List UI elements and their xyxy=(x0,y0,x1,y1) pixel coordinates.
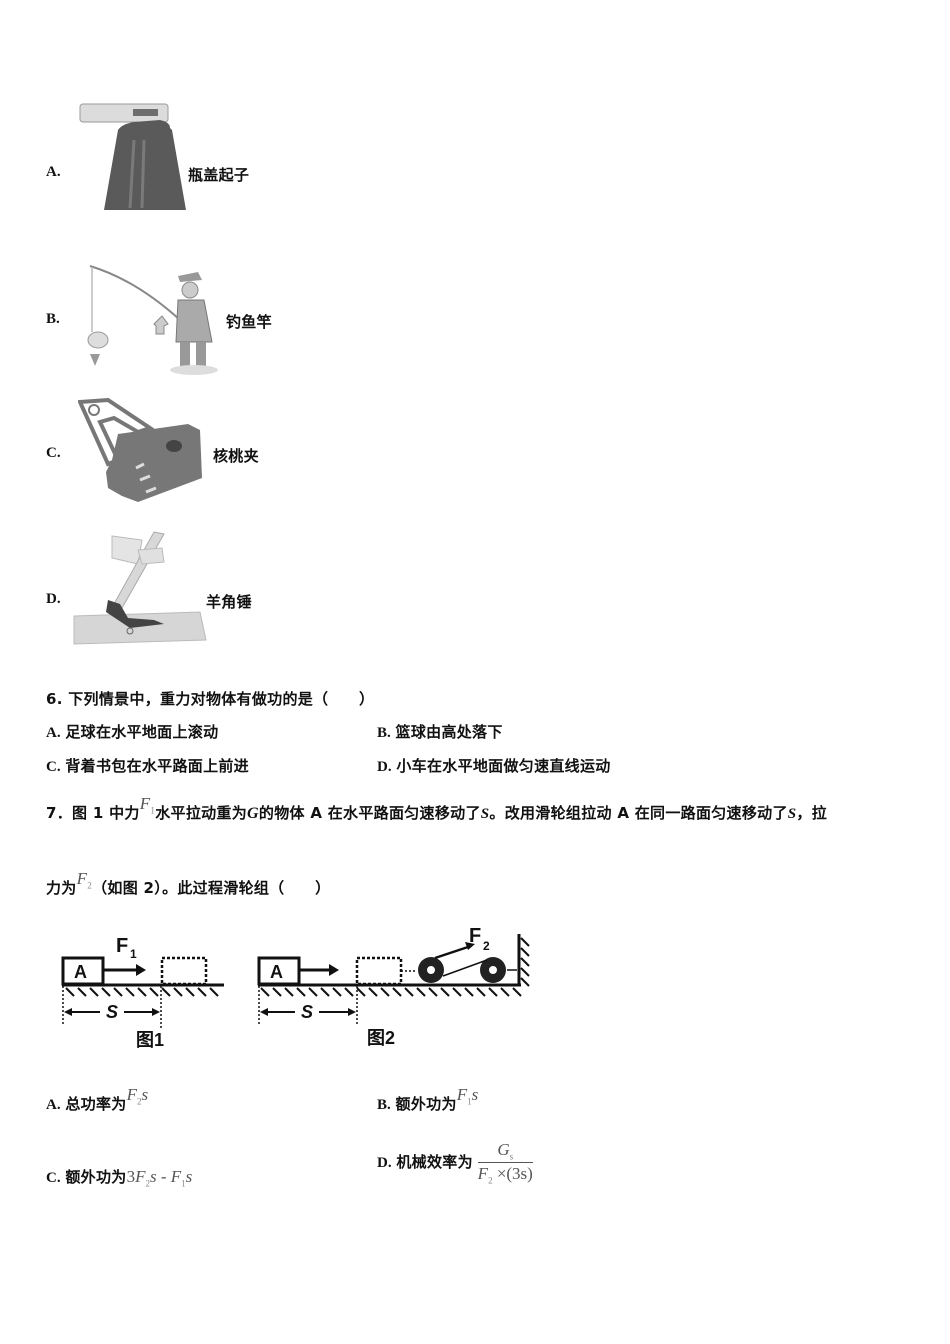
svg-text:2: 2 xyxy=(483,939,490,953)
option-letter: A. xyxy=(46,1097,61,1113)
option-text: 机械效率为 xyxy=(396,1152,473,1171)
option-letter: B. xyxy=(46,311,60,327)
stem-text: 7．图 1 中力 xyxy=(46,804,140,822)
option-letter: D. xyxy=(377,759,392,775)
question-stem: 6. 下列情景中，重力对物体有做功的是（ ） xyxy=(46,690,375,708)
claw-hammer-image xyxy=(72,528,208,648)
svg-text:S: S xyxy=(301,1002,313,1022)
fishing-rod-image xyxy=(76,262,221,377)
figure-2-diagram: A F 2 xyxy=(255,925,535,1053)
option-letter: A. xyxy=(46,725,61,741)
math-s: S xyxy=(787,806,797,822)
option-text: 额外功为 xyxy=(65,1168,127,1186)
math-expression: 3F2s - F1s xyxy=(126,1167,193,1189)
option-letter: B. xyxy=(377,725,391,741)
option-label: 钓鱼竿 xyxy=(226,313,272,331)
stem-text: （如图 2） xyxy=(92,879,163,897)
math-f2: F2 xyxy=(76,869,93,891)
option-text: 总功率为 xyxy=(65,1095,127,1113)
svg-text:A: A xyxy=(270,962,283,982)
option-text: 小车在水平地面做匀速直线运动 xyxy=(396,757,611,775)
option-letter: C. xyxy=(46,445,61,461)
option-text: 背着书包在水平路面上前进 xyxy=(65,757,249,775)
option-letter: A. xyxy=(46,164,61,180)
q6-option-d[interactable]: D. 小车在水平地面做匀速直线运动 xyxy=(377,755,611,776)
figure-1-diagram: A F 1 S 图1 xyxy=(60,928,230,1053)
math-expression: F2s xyxy=(126,1085,149,1107)
stem-text: 。此过程滑轮组（ ） xyxy=(162,879,331,897)
bottle-opener-image xyxy=(78,100,190,215)
q6-option-b[interactable]: B. 篮球由高处落下 xyxy=(377,721,503,742)
q6-option-a[interactable]: A. 足球在水平地面上滚动 xyxy=(46,721,218,742)
figure-2-caption: 图2 xyxy=(367,1028,395,1048)
svg-text:F: F xyxy=(116,935,128,957)
efficiency-fraction: Gs F2 ×(3s) xyxy=(477,1140,533,1186)
math-s: S xyxy=(480,806,490,822)
option-letter: B. xyxy=(377,1097,391,1113)
math-g: G xyxy=(247,805,259,822)
option-letter: D. xyxy=(46,591,61,607)
option-label: 羊角锤 xyxy=(206,593,252,611)
stem-text: ，拉 xyxy=(796,804,828,822)
figure-1-caption: 图1 xyxy=(136,1030,164,1050)
block-a-label: A xyxy=(74,962,87,982)
math-expression: F1s xyxy=(456,1085,479,1107)
option-text: 额外功为 xyxy=(395,1095,457,1113)
q6-option-c[interactable]: C. 背着书包在水平路面上前进 xyxy=(46,755,249,776)
question-stem-line1: 7．图 1 中力F1水平拉动重为G的物体 A 在水平路面匀速移动了S。改用滑轮组… xyxy=(46,794,828,824)
stem-text: 水平拉动重为 xyxy=(155,804,248,822)
nutcracker-image xyxy=(76,397,206,502)
q7-option-c[interactable]: C. 额外功为3F2s - F1s xyxy=(46,1166,192,1188)
option-label: 瓶盖起子 xyxy=(188,166,250,184)
question-stem-line2: 力为F2（如图 2）。此过程滑轮组（ ） xyxy=(46,869,331,899)
stem-text: 的物体 A 在水平路面匀速移动了 xyxy=(258,804,481,822)
svg-text:F: F xyxy=(469,928,481,947)
stem-text: 力为 xyxy=(46,879,77,897)
math-f1: F1 xyxy=(139,794,156,816)
q7-option-a[interactable]: A. 总功率为F2s xyxy=(46,1085,148,1115)
svg-text:1: 1 xyxy=(130,947,137,961)
stem-text: 。改用滑轮组拉动 A 在同一路面匀速移动了 xyxy=(489,804,788,822)
option-letter: D. xyxy=(377,1154,392,1171)
option-text: 篮球由高处落下 xyxy=(395,723,503,741)
q7-option-d[interactable]: D. 机械效率为 Gs F2 ×(3s) xyxy=(377,1140,533,1186)
option-letter: C. xyxy=(46,1170,61,1186)
option-letter: C. xyxy=(46,759,61,775)
option-text: 足球在水平地面上滚动 xyxy=(65,723,219,741)
q7-option-b[interactable]: B. 额外功为F1s xyxy=(377,1085,478,1115)
svg-text:S: S xyxy=(106,1002,118,1022)
option-label: 核桃夹 xyxy=(213,447,259,465)
